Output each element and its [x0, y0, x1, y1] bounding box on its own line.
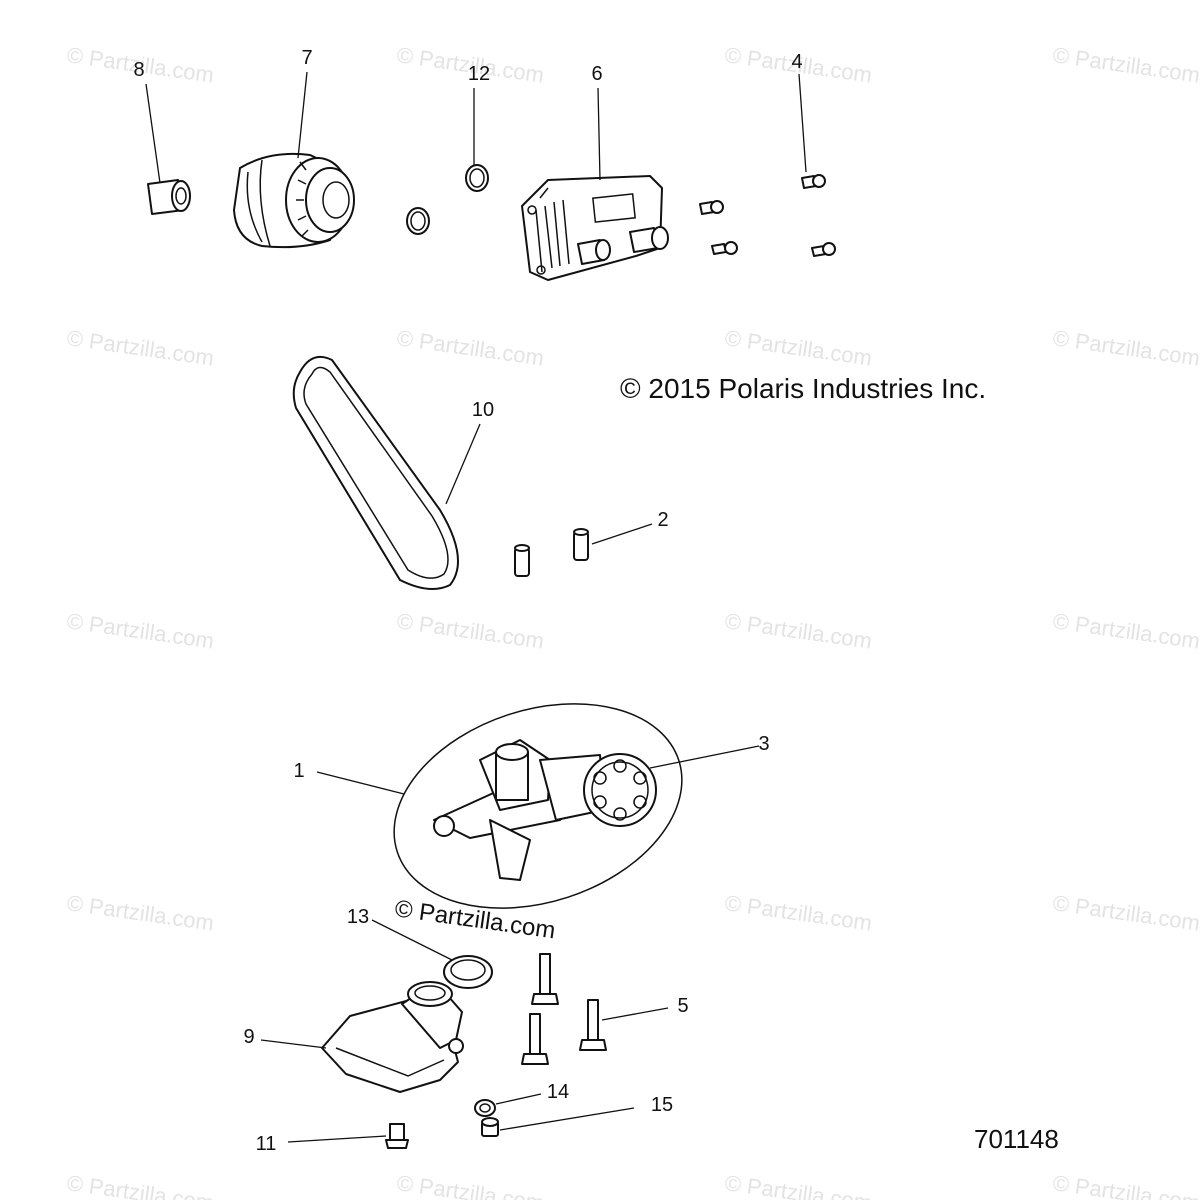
watermark: © Partzilla.com — [65, 325, 215, 370]
pickup-screw-part[interactable] — [385, 1123, 409, 1149]
callout-6: 6 — [591, 63, 602, 85]
callout-15: 15 — [651, 1094, 673, 1116]
callout-5: 5 — [677, 995, 688, 1017]
assembly-outline — [393, 703, 683, 909]
callout-2: 2 — [657, 509, 668, 531]
o-ring-part[interactable] — [406, 164, 489, 235]
partzilla-mark: © Partzilla.com — [393, 895, 557, 944]
watermark: © Partzilla.com — [1051, 325, 1200, 370]
copyright-text: © 2015 Polaris Industries Inc. — [620, 373, 986, 404]
callout-11: 11 — [256, 1133, 277, 1155]
callout-9: 9 — [243, 1026, 254, 1048]
cooler-screws-part[interactable] — [699, 174, 836, 257]
watermark: © Partzilla.com — [1051, 1170, 1200, 1200]
oil-filter-part[interactable] — [233, 152, 355, 249]
washer-part[interactable] — [474, 1099, 496, 1117]
callout-8: 8 — [133, 59, 144, 81]
watermark: © Partzilla.com — [723, 608, 873, 653]
dowel-pins-part[interactable] — [514, 528, 589, 577]
filter-nipple-part[interactable] — [147, 179, 191, 215]
watermark: © Partzilla.com — [1051, 42, 1200, 87]
watermark: © Partzilla.com — [395, 325, 545, 370]
watermark: © Partzilla.com — [65, 608, 215, 653]
callout-7: 7 — [301, 47, 312, 69]
watermark: © Partzilla.com — [395, 608, 545, 653]
callout-labels: 8 7 12 6 4 10 2 3 1 13 9 5 14 15 11 — [133, 47, 802, 1155]
watermark: © Partzilla.com — [1051, 608, 1200, 653]
oil-pump-assembly-part[interactable] — [433, 739, 657, 881]
callout-1: 1 — [293, 760, 304, 782]
oil-pickup-part[interactable] — [321, 981, 464, 1093]
watermark: © Partzilla.com — [395, 1170, 545, 1200]
callout-12: 12 — [468, 63, 490, 85]
pickup-bolts-part[interactable] — [521, 953, 607, 1065]
watermark: © Partzilla.com — [65, 1170, 215, 1200]
leader-lines — [145, 71, 807, 1143]
watermark: © Partzilla.com — [1051, 890, 1200, 935]
pickup-seal-part[interactable] — [443, 955, 493, 989]
callout-14: 14 — [547, 1081, 569, 1103]
callout-3: 3 — [758, 733, 769, 755]
callout-10: 10 — [472, 399, 494, 421]
oil-cooler-part[interactable] — [521, 175, 669, 281]
callout-4: 4 — [791, 51, 802, 73]
watermark: © Partzilla.com — [723, 1170, 873, 1200]
watermark: © Partzilla.com — [65, 890, 215, 935]
drawing-number: 701148 — [974, 1124, 1059, 1154]
watermark: © Partzilla.com — [723, 890, 873, 935]
callout-13: 13 — [347, 906, 369, 928]
drain-plug-part[interactable] — [481, 1117, 499, 1137]
watermark: © Partzilla.com — [723, 325, 873, 370]
drive-chain-part[interactable] — [292, 356, 459, 590]
